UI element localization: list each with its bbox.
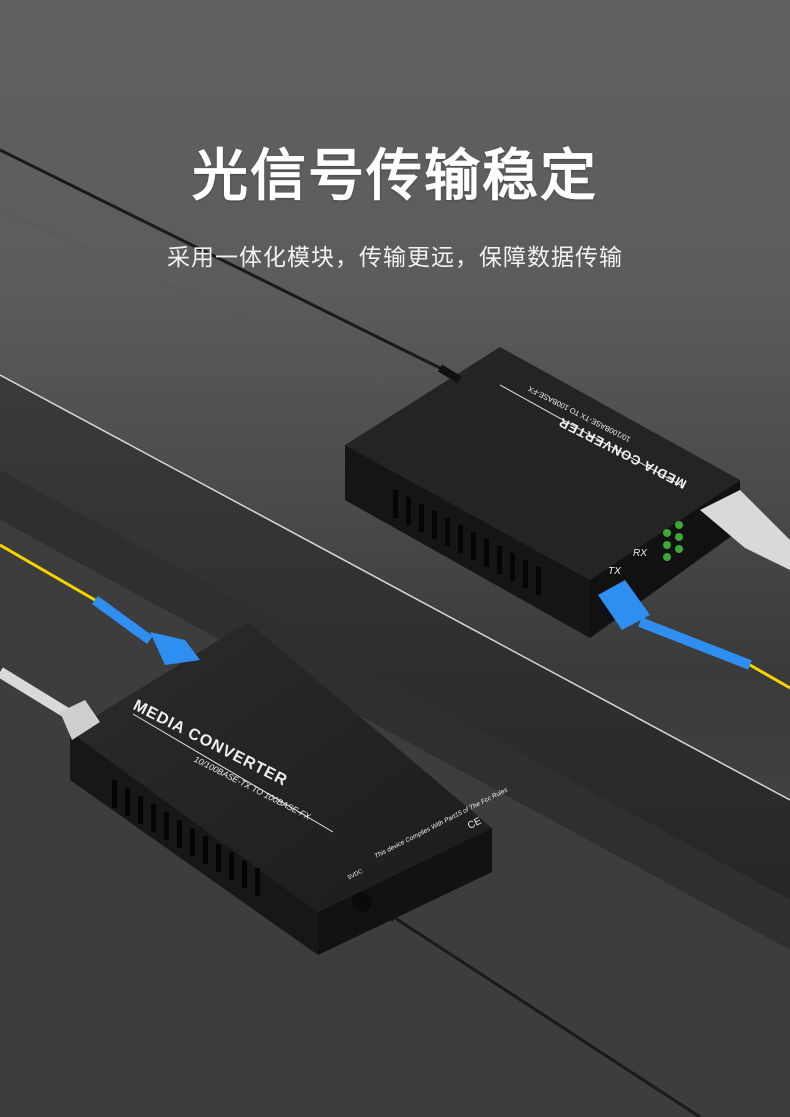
- fiber-cable-left: [0, 543, 96, 602]
- ethernet-cable-left: [0, 667, 73, 720]
- media-converter-front: [60, 595, 701, 1117]
- subheadline: 采用一体化模块，传输更远，保障数据传输: [167, 245, 623, 271]
- rx-port-label: RX: [633, 548, 647, 559]
- platform-slab: [0, 375, 790, 900]
- power-jack: [352, 892, 372, 912]
- headline: 光信号传输稳定: [192, 144, 598, 209]
- fiber-connector-back: [598, 580, 650, 630]
- ethernet-plug-front: [60, 700, 100, 740]
- ethernet-plug-back: [700, 490, 790, 570]
- power-cable-top: [0, 148, 441, 370]
- status-leds: [663, 521, 683, 561]
- power-cable-front: [394, 916, 701, 1117]
- media-converter-back: [345, 347, 790, 690]
- tx-port-label: TX: [608, 566, 621, 577]
- fiber-connector-front: [92, 595, 153, 645]
